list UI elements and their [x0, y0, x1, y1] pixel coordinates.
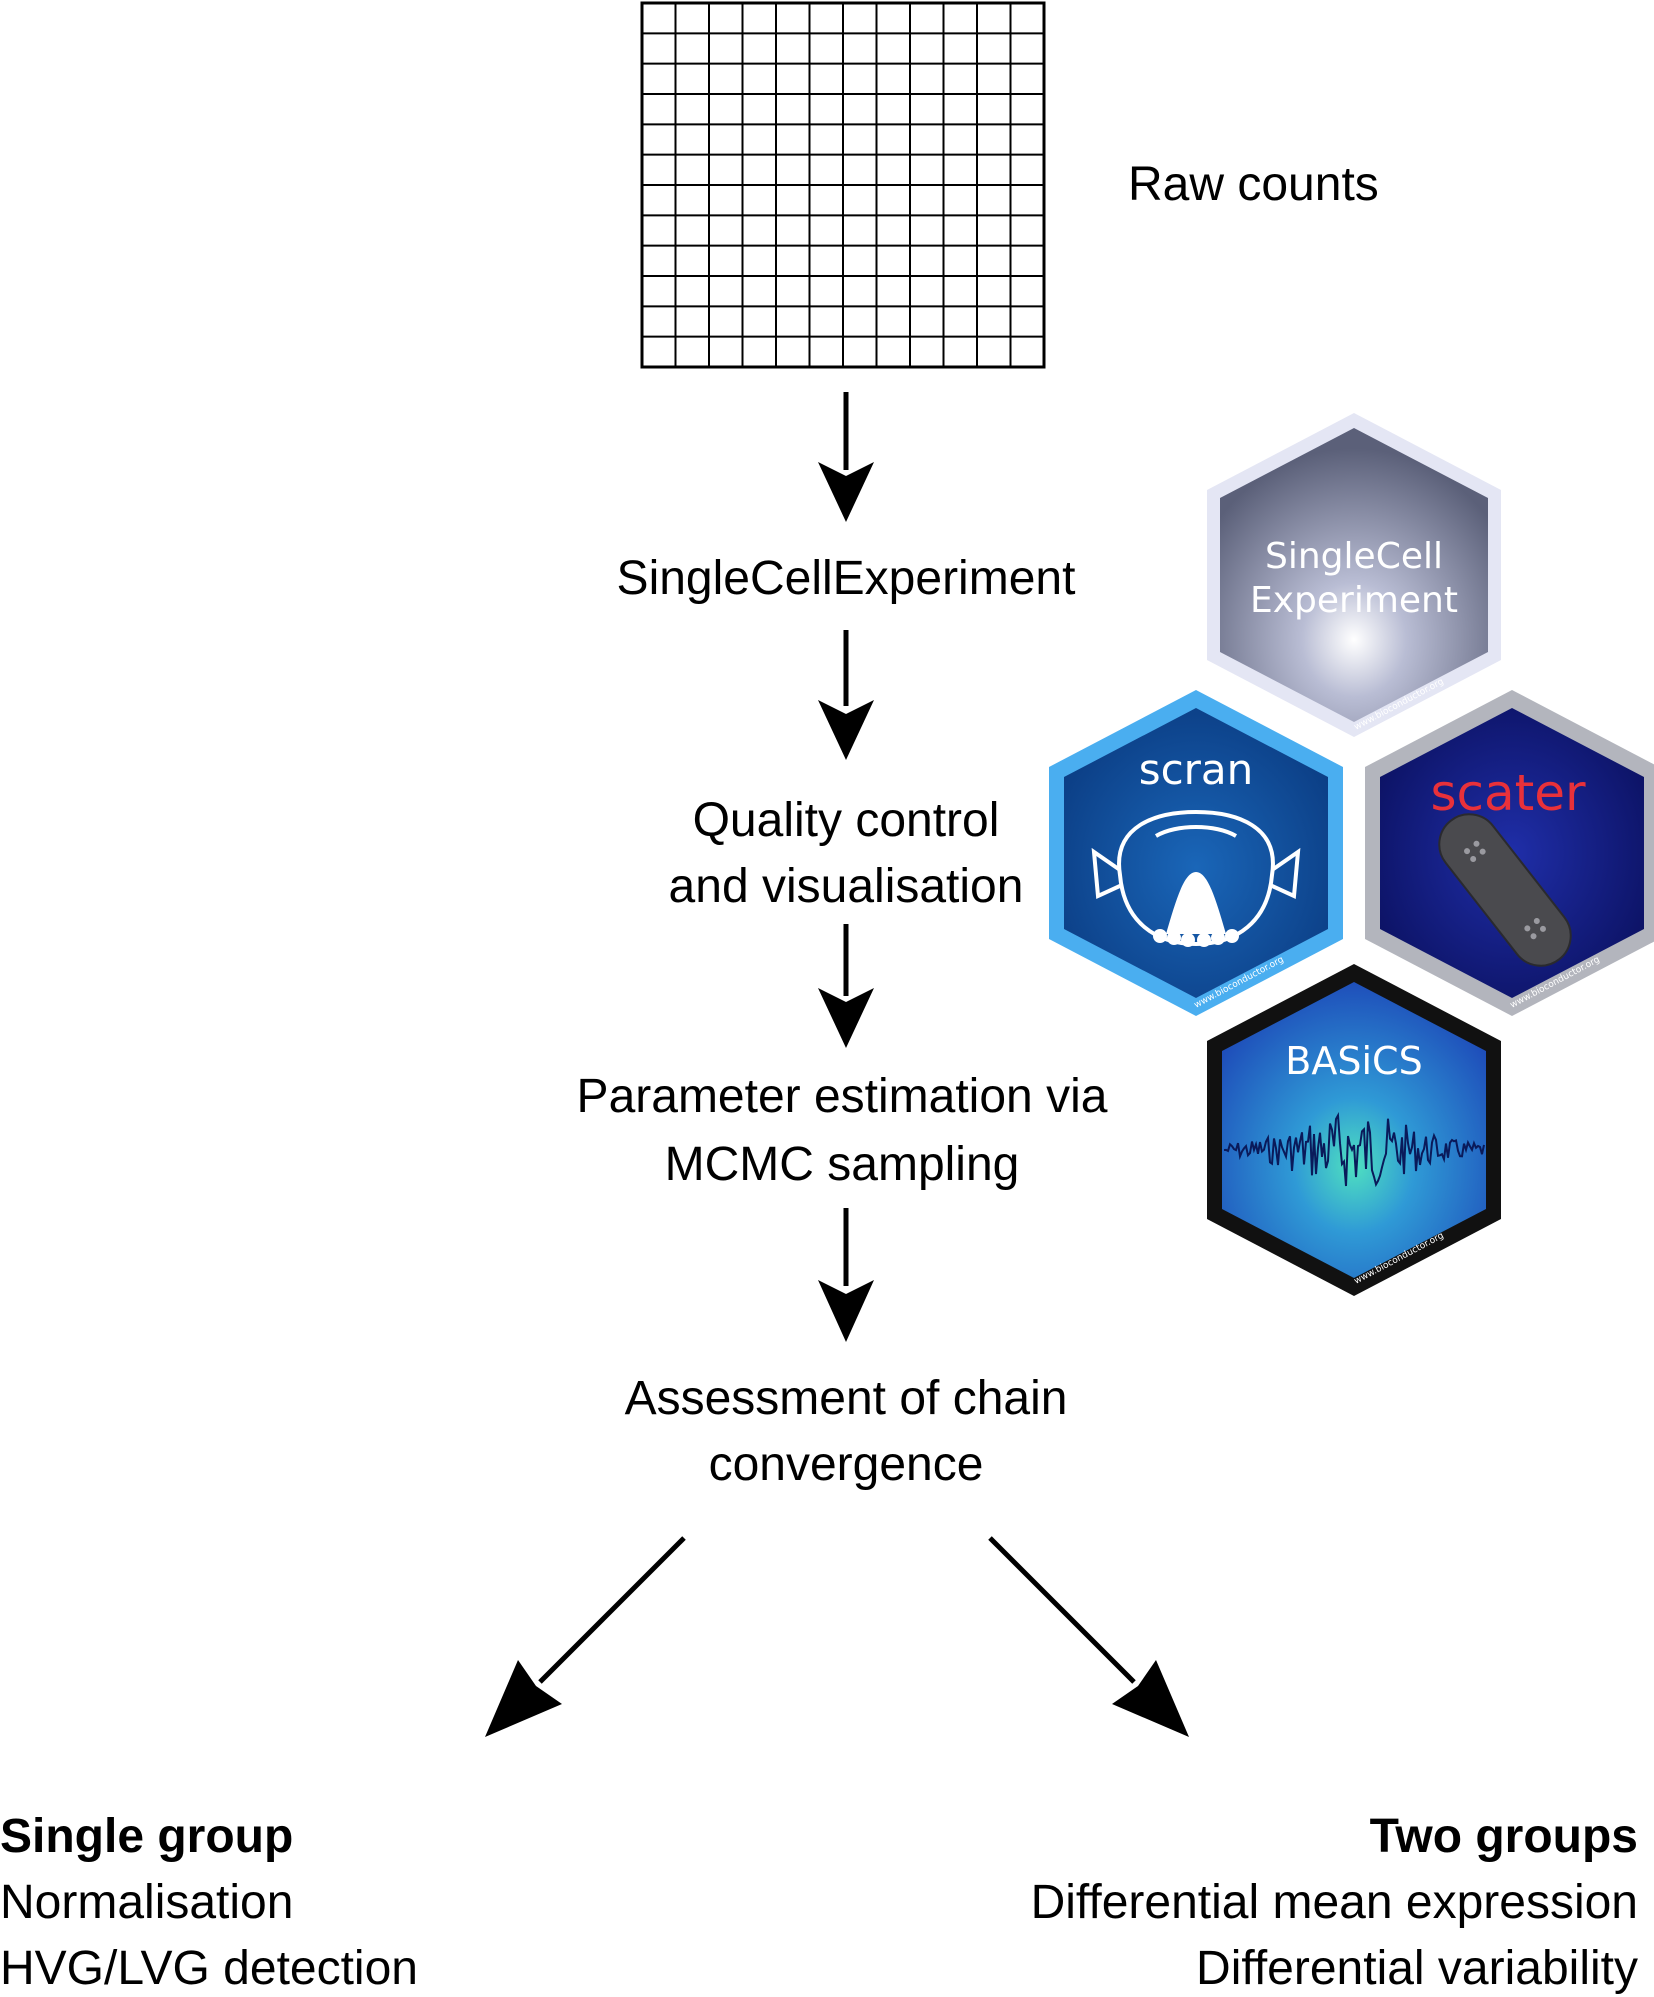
qc-step-label-line2: and visualisation [669, 860, 1024, 913]
qc-step-label-line1: Quality control [693, 794, 1000, 847]
basics-hex-logo: BASiCS www.bioconductor.org [1207, 964, 1501, 1296]
svg-text:SingleCell: SingleCell [1265, 536, 1443, 577]
assess-step-label-line2: convergence [709, 1438, 984, 1491]
assess-step-label-line1: Assessment of chain [625, 1372, 1068, 1425]
single-group-title: Single group [0, 1810, 293, 1863]
two-groups-title: Two groups [1370, 1810, 1638, 1863]
two-groups-item-variability: Differential variability [1196, 1942, 1638, 1995]
raw-counts-matrix [640, 1, 1046, 369]
arrow-to-two-groups [988, 1536, 1189, 1737]
raw-counts-label: Raw counts [1128, 158, 1379, 211]
arrow-down-1 [818, 392, 874, 522]
svg-text:Experiment: Experiment [1250, 580, 1458, 621]
scater-hex-logo: scater www.bioconductor.org [1365, 690, 1654, 1016]
svg-text:scater: scater [1430, 764, 1586, 822]
param-step-label-line1: Parameter estimation via [577, 1070, 1108, 1123]
arrow-down-3 [818, 924, 874, 1048]
svg-text:scran: scran [1139, 745, 1254, 794]
arrow-down-2 [818, 630, 874, 760]
scran-hex-logo: scran www.bioconductor.org [1049, 690, 1343, 1016]
singlecellexperiment-hex-logo: SingleCell Experiment www.bioconductor.o… [1207, 413, 1501, 737]
two-groups-item-mean: Differential mean expression [1031, 1876, 1638, 1929]
arrow-down-4 [818, 1208, 874, 1342]
single-group-item-normalisation: Normalisation [0, 1876, 293, 1929]
arrow-to-single-group [485, 1536, 686, 1737]
param-step-label-line2: MCMC sampling [665, 1138, 1020, 1191]
svg-text:BASiCS: BASiCS [1285, 1039, 1422, 1083]
sce-step-label: SingleCellExperiment [617, 552, 1076, 605]
single-group-item-hvg: HVG/LVG detection [0, 1942, 418, 1995]
